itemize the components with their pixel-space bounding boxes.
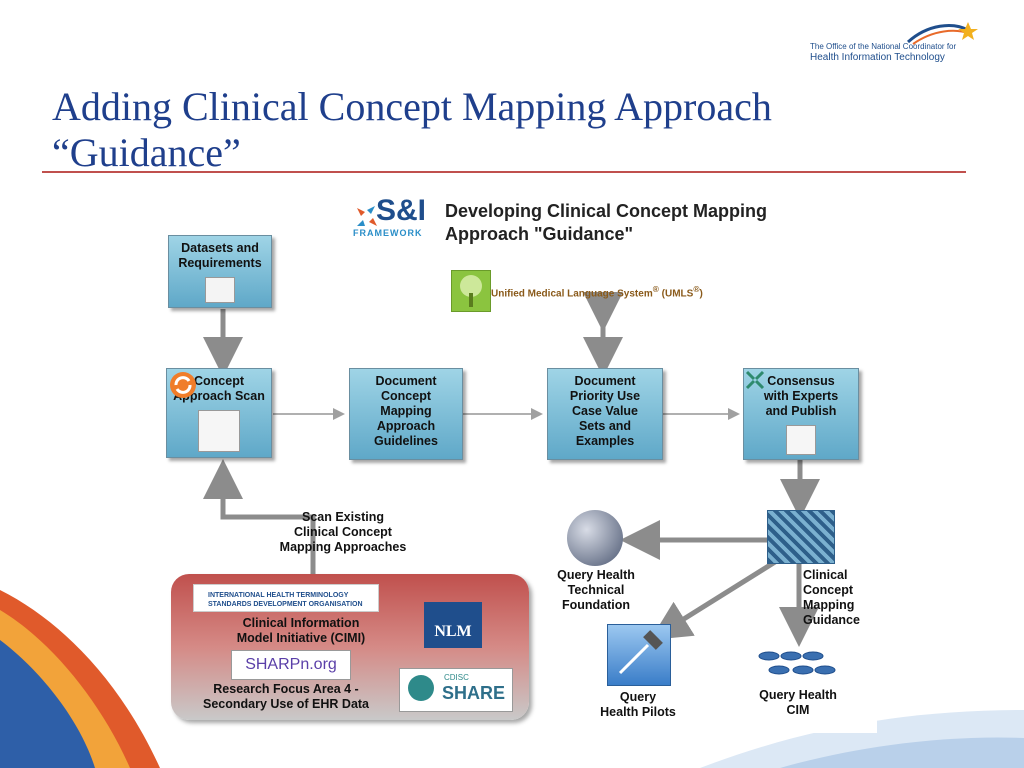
scan-existing-line3: Mapping Approaches bbox=[279, 540, 407, 554]
onc-logo-line1: The Office of the National Coordinator f… bbox=[810, 42, 957, 51]
hammer-tool-icon bbox=[607, 624, 671, 686]
scan-existing-line1: Scan Existing bbox=[302, 510, 384, 524]
slide-title-line2: “Guidance” bbox=[52, 130, 241, 175]
si-brand-sub: FRAMEWORK bbox=[353, 228, 423, 238]
onc-logo bbox=[808, 20, 998, 66]
cdisc-text: CDISC bbox=[444, 673, 469, 682]
consensus-line1: Consensus bbox=[767, 374, 835, 388]
globe-icon bbox=[567, 510, 623, 566]
scan-existing-label: Scan Existing Clinical Concept Mapping A… bbox=[263, 510, 423, 555]
scan-existing-line2: Clinical Concept bbox=[294, 525, 392, 539]
share-text: SHARE bbox=[442, 683, 506, 703]
doc-mapping-line1: Document bbox=[375, 374, 437, 388]
doc-mapping-line5: Guidelines bbox=[374, 434, 438, 448]
cdisc-share-logo: CDISC SHARE bbox=[399, 668, 513, 712]
umls-suffix: (UMLS bbox=[661, 288, 694, 300]
data-sources-panel: INTERNATIONAL HEALTH TERMINOLOGY STANDAR… bbox=[171, 574, 529, 720]
concept-scan-line1: Concept bbox=[194, 374, 244, 388]
title-rule bbox=[42, 171, 966, 173]
arrow-sources-to-scan bbox=[203, 459, 316, 592]
cim-line2: CIM bbox=[786, 703, 810, 717]
guidance-line3: Mapping bbox=[803, 598, 855, 612]
ihtsdo-logo: INTERNATIONAL HEALTH TERMINOLOGY STANDAR… bbox=[193, 584, 379, 612]
research-line2: Secondary Use of EHR Data bbox=[202, 697, 370, 711]
concept-approach-scan-box: Concept Approach Scan bbox=[166, 368, 272, 458]
refresh-icon bbox=[170, 372, 240, 452]
query-tech-line3: Foundation bbox=[561, 598, 631, 612]
diagram-arrows bbox=[203, 292, 820, 647]
doc-priority-line5: Examples bbox=[575, 434, 635, 448]
guidance-line2: Concept bbox=[803, 583, 853, 597]
pilots-line2: Health Pilots bbox=[600, 705, 676, 719]
consensus-line2: with Experts bbox=[763, 389, 839, 403]
document-priority-use-box: Document Priority Use Case Value Sets an… bbox=[547, 368, 663, 460]
slide-title-line1: Adding Clinical Concept Mapping Approach bbox=[52, 84, 772, 129]
consensus-line3: and Publish bbox=[765, 404, 837, 418]
nlm-logo: NLM bbox=[424, 602, 482, 648]
onc-swoosh-icon bbox=[906, 22, 978, 45]
si-framework-icon bbox=[351, 202, 387, 238]
document-mapping-guidelines-box: Document Concept Mapping Approach Guidel… bbox=[349, 368, 463, 460]
onc-logo-line2: Health Information Technology bbox=[810, 52, 945, 63]
cimi-line1: Clinical Information bbox=[242, 616, 360, 630]
doc-priority-line3: Case Value bbox=[571, 404, 638, 418]
maze-icon bbox=[767, 510, 835, 564]
umls-tree-icon bbox=[451, 270, 491, 312]
query-cim-label: Query Health CIM bbox=[743, 688, 853, 718]
arrow-guidance-to-pilots bbox=[650, 559, 777, 640]
query-tech-line1: Query Health bbox=[557, 568, 635, 582]
consensus-publish-box: Consensus with Experts and Publish bbox=[743, 368, 859, 460]
concept-scan-line2: Approach Scan bbox=[173, 389, 265, 403]
cimi-line2: Model Initiative (CIMI) bbox=[236, 631, 366, 645]
cdisc-swirl-icon bbox=[408, 675, 434, 701]
slide-wave-decoration bbox=[0, 590, 1024, 768]
datasets-line2: Requirements bbox=[178, 256, 262, 270]
cimi-label: Clinical Information Model Initiative (C… bbox=[191, 616, 411, 646]
si-brand: S&I bbox=[376, 194, 427, 227]
cim-line1: Query Health bbox=[759, 688, 837, 702]
doc-priority-line2: Priority Use bbox=[569, 389, 641, 403]
sharpn-logo: SHARPn.org bbox=[231, 650, 351, 680]
research-focus-label: Research Focus Area 4 - Secondary Use of… bbox=[181, 682, 391, 712]
clinical-guidance-label: Clinical Concept Mapping Guidance bbox=[803, 568, 873, 628]
umls-reg-2: ® bbox=[693, 284, 700, 294]
umls-reg: ® bbox=[652, 284, 659, 294]
guidance-line1: Clinical bbox=[803, 568, 848, 582]
doc-priority-line4: Sets and bbox=[578, 419, 632, 433]
umls-label: Unified Medical Language System® (UMLS®) bbox=[491, 284, 703, 299]
umls-name: Unified Medical Language System bbox=[491, 288, 653, 300]
doc-mapping-line2: Concept bbox=[381, 389, 431, 403]
datasets-requirements-box: Datasets and Requirements bbox=[168, 235, 272, 308]
doc-mapping-line4: Approach bbox=[376, 419, 436, 433]
database-stack-icon bbox=[755, 646, 839, 682]
diagram-header-line1: Developing Clinical Concept Mapping bbox=[445, 201, 768, 221]
slide-title: Adding Clinical Concept Mapping Approach… bbox=[52, 84, 952, 176]
query-health-tech-label: Query Health Technical Foundation bbox=[539, 568, 653, 613]
query-tech-line2: Technical bbox=[567, 583, 625, 597]
guidance-line4: Guidance bbox=[803, 613, 860, 627]
diagram-header-line2: Approach "Guidance" bbox=[445, 224, 634, 244]
query-pilots-label: Query Health Pilots bbox=[583, 690, 693, 720]
ihtsdo-line1: INTERNATIONAL HEALTH TERMINOLOGY bbox=[208, 592, 349, 599]
datasets-line1: Datasets and bbox=[181, 241, 259, 255]
process-diagram: S&I FRAMEWORK Developing Clinical Concep… bbox=[163, 192, 877, 733]
ihtsdo-line2: STANDARDS DEVELOPMENT ORGANISATION bbox=[208, 601, 363, 608]
diagram-header-title: Developing Clinical Concept Mapping Appr… bbox=[445, 200, 767, 246]
document-icon bbox=[205, 277, 235, 303]
research-line1: Research Focus Area 4 - bbox=[213, 682, 359, 696]
umls-close: ) bbox=[699, 288, 703, 300]
pilots-line1: Query bbox=[619, 690, 657, 704]
doc-mapping-line3: Mapping bbox=[380, 404, 432, 418]
doc-priority-line1: Document bbox=[574, 374, 636, 388]
publish-arrows-icon bbox=[745, 370, 816, 455]
